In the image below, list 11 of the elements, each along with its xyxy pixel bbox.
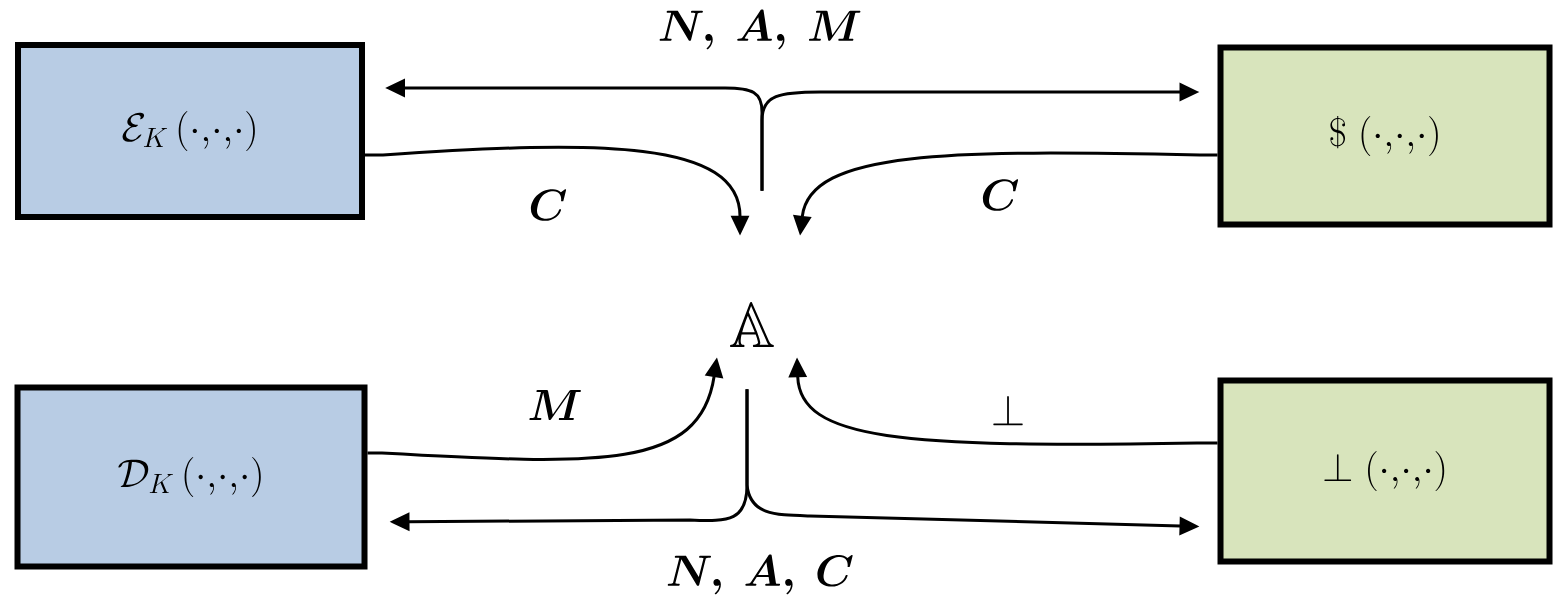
- edge-label: $\boldsymbol{N,\ A,\ M}$: [659, 9, 861, 50]
- process-box: $\$\;(\cdot,\!\cdot,\!\cdot)$: [1217, 44, 1553, 228]
- math-symbol: $\mathbb{A}$: [730, 302, 774, 348]
- edge-label: $\boldsymbol{N,\ A,\ C}$: [667, 554, 853, 595]
- process-box: $\mathcal{E}_K\,(\cdot,\!\cdot,\!\cdot)$: [15, 42, 365, 220]
- process-box: $\mathcal{D}_K\,(\cdot,\!\cdot,\!\cdot)$: [14, 384, 368, 570]
- edge-label: $\boldsymbol{C}$: [530, 189, 567, 221]
- edge-label: $\boldsymbol{M}$: [529, 389, 581, 421]
- edge-label: $\boldsymbol{C}$: [982, 179, 1019, 211]
- edge-label: $\bot$: [993, 395, 1023, 426]
- process-box: $\bot\;(\cdot,\!\cdot,\!\cdot)$: [1217, 377, 1553, 565]
